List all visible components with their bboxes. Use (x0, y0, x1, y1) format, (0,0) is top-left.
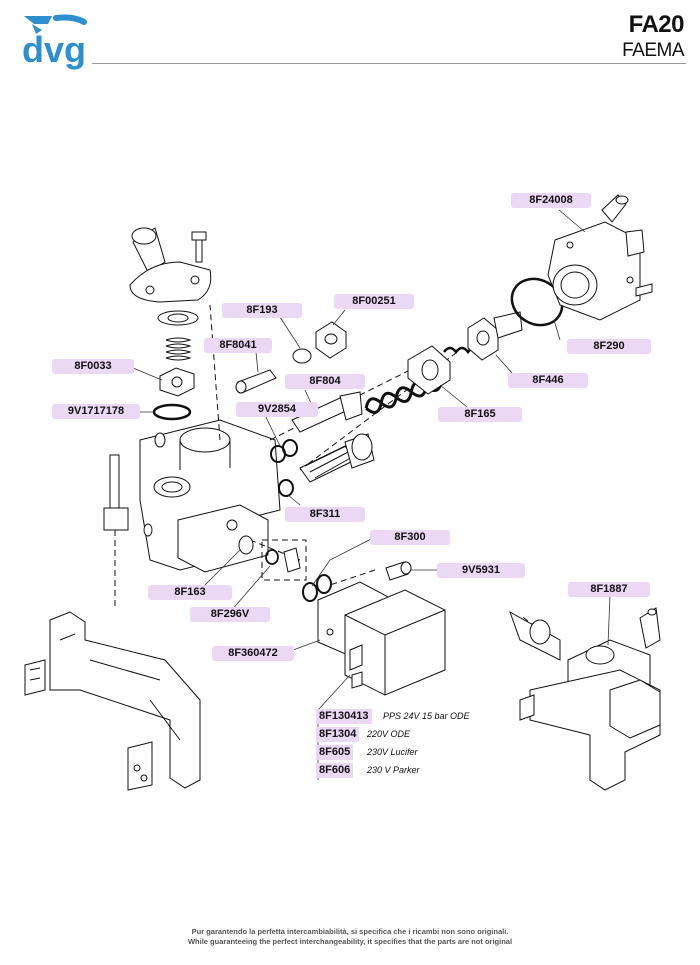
logo-text: dvg (22, 29, 86, 70)
screw-housing (635, 283, 653, 297)
screw-top (191, 231, 207, 263)
model-title: FA20 (628, 11, 685, 38)
label-8F24008: 8F24008 (511, 193, 591, 208)
coil-desc-2: 220V ODE (367, 729, 411, 739)
header-divider (92, 63, 686, 64)
brand-title: FAEMA (622, 40, 684, 61)
elbow-fitting (129, 227, 212, 303)
assembly-inset (509, 607, 661, 791)
dvg-logo: dvg (22, 14, 102, 76)
spring-left (165, 337, 192, 361)
plunger-8F804 (291, 391, 363, 433)
label-9V1717178: 9V1717178 (52, 404, 140, 419)
housing-8F24008 (547, 194, 645, 321)
label-8F163: 8F163 (148, 585, 232, 600)
footer-note-en: While guaranteeing the perfect interchan… (187, 937, 513, 946)
label-9V2854: 9V2854 (236, 402, 318, 417)
threaded-stem-8F311 (299, 433, 375, 483)
screw-9V5931 (385, 561, 412, 581)
coil-code-3: 8F605 (316, 745, 354, 760)
coil-code-2: 8F1304 (316, 727, 360, 742)
label-8F193: 8F193 (222, 303, 302, 318)
coil-box (344, 589, 446, 696)
label-8F296V: 8F296V (190, 607, 270, 622)
coil-desc-1: PPS 24V 15 bar ODE (383, 711, 470, 721)
label-8F290: 8F290 (567, 339, 651, 354)
oring-9V1717178 (152, 403, 192, 421)
label-8F165: 8F165 (438, 407, 522, 422)
label-8F1887: 8F1887 (568, 582, 650, 597)
valve-body (139, 419, 281, 573)
oring-8F290 (510, 277, 564, 327)
label-8F446: 8F446 (508, 373, 588, 388)
connector-8F446 (467, 311, 523, 361)
label-8F8041: 8F8041 (204, 338, 272, 353)
label-8F311: 8F311 (285, 507, 365, 522)
label-9V5931: 9V5931 (437, 563, 525, 578)
label-8F804: 8F804 (285, 374, 365, 389)
label-8F360472: 8F360472 (212, 646, 294, 661)
cap-8F193 (292, 348, 312, 364)
label-8F0033: 8F0033 (52, 359, 134, 374)
coil-desc-3: 230V Lucifer (367, 747, 418, 757)
coil-desc-4: 230 V Parker (367, 765, 420, 775)
coil-code-4: 8F606 (316, 763, 354, 778)
bracket (24, 611, 201, 791)
coil-code-1: 8F130413 (316, 709, 372, 724)
filter-8F163 (238, 535, 254, 555)
label-8F300: 8F300 (370, 530, 450, 545)
footer-note-it: Pur garantendo la perfetta intercambiabi… (191, 927, 509, 936)
label-8F00251: 8F00251 (334, 294, 414, 309)
